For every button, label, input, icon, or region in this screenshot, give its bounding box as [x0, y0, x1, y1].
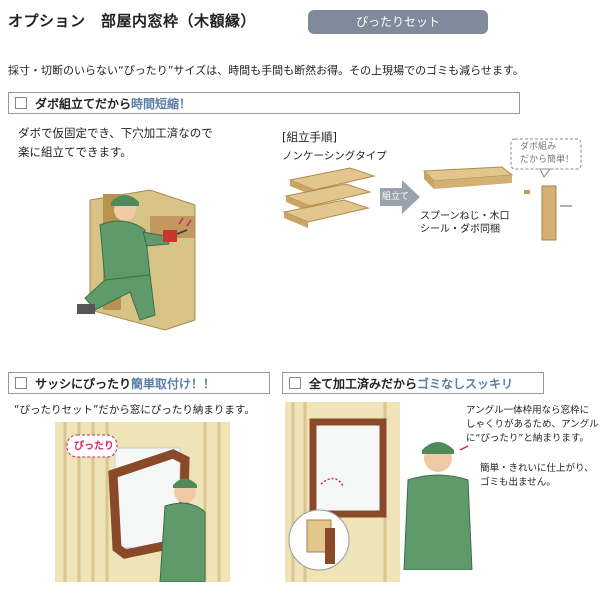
dowel-piece [524, 190, 530, 194]
intro-text: 採寸・切断のいらない“ぴったり”サイズは、時間も手間も断然お得。その上現場でのゴ… [8, 64, 524, 77]
callout-bubble [510, 138, 582, 178]
board-shape [288, 167, 376, 191]
note1-line3: に“ぴったり”と納まります。 [466, 433, 589, 444]
section-heading-highlight: 簡単取付け！！ [131, 377, 216, 391]
worker-arm [142, 231, 170, 247]
worker-legs [84, 274, 156, 321]
worker-cap [422, 442, 454, 454]
section-heading-plain: サッシにぴったり [35, 377, 132, 391]
section2-body: “ぴったりセット”だから窓にぴったり納まります。 [14, 404, 255, 416]
zoom-pointer-line [320, 477, 344, 487]
worker-torso [403, 474, 473, 570]
note2-line2: ゴミも出ません。 [480, 477, 556, 488]
parts-text-line1: スプーンねじ・木口 [420, 211, 510, 222]
section-heading-plain: 全て加工済みだから [309, 377, 418, 391]
worker-shoe [77, 304, 95, 314]
installed-frame-shape [309, 418, 387, 518]
assembled-board-illustration [422, 166, 514, 189]
parts-text-line2: シール・ダボ同梱 [420, 224, 500, 235]
emphasis-mark [459, 445, 469, 451]
assembly-arrow-icon [380, 180, 420, 214]
spark-line [186, 219, 192, 227]
worker-drilling-illustration [77, 189, 196, 331]
board-side [424, 171, 434, 189]
worker-cap [111, 195, 139, 206]
section-dowel-assembly-bar: ダボ組立てだから時間短縮！ [8, 92, 520, 114]
section-heading-plain: ダボ組立てだから [35, 97, 132, 111]
spark-line [178, 217, 184, 225]
board-edge [284, 212, 308, 228]
zoom-angle-detail [325, 528, 335, 564]
section-heading-highlight: ゴミなしスッキリ [417, 377, 514, 391]
section1-body-line1: ダボで仮固定でき、下穴加工済なので [18, 126, 213, 140]
section-square-icon [289, 377, 301, 389]
section-square-icon [15, 97, 27, 109]
worker-standing-illustration [403, 442, 473, 570]
frame-top-shape [150, 216, 195, 238]
procedure-subtitle: ノンケーシングタイプ [282, 150, 387, 162]
drill-body [163, 230, 177, 242]
finished-frame-illustration [285, 402, 400, 582]
section-square-icon [15, 377, 27, 389]
note1-line1: アングル一体枠用なら窓枠に [466, 405, 590, 416]
section-no-waste-bar: 全て加工済みだからゴミなしスッキリ [282, 372, 544, 394]
section-sash-fit-bar: サッシにぴったり簡単取付け！！ [8, 372, 270, 394]
section-heading-highlight: 時間短縮！ [131, 97, 192, 111]
worker-torso [99, 220, 151, 281]
section1-body-line2: 楽に組立てできます。 [18, 145, 132, 159]
unassembled-boards-illustration [282, 167, 376, 228]
note2-line1: 簡単・きれいに仕上がり、 [480, 463, 594, 474]
pittari-tag: ぴったり [74, 441, 114, 452]
board-front [434, 175, 512, 189]
joint-post [541, 185, 557, 241]
page-title: オプション 部屋内窓枠（木額縁） [8, 12, 257, 30]
assembly-arrow-label: 組立て [382, 192, 410, 202]
callout-text: ダボ組み だから簡単！ [520, 142, 575, 165]
pittari-set-badge: ぴったりセット [308, 10, 488, 34]
note1-line2: しゃくりがあるため、アングル [466, 419, 599, 430]
drill-bit [176, 229, 188, 235]
worker-cap [173, 478, 197, 488]
procedure-title: [組立手順] [282, 130, 337, 144]
pittari-tag-shape [66, 434, 118, 458]
worker-torso [159, 502, 206, 582]
corner-joint-illustration [524, 185, 572, 241]
